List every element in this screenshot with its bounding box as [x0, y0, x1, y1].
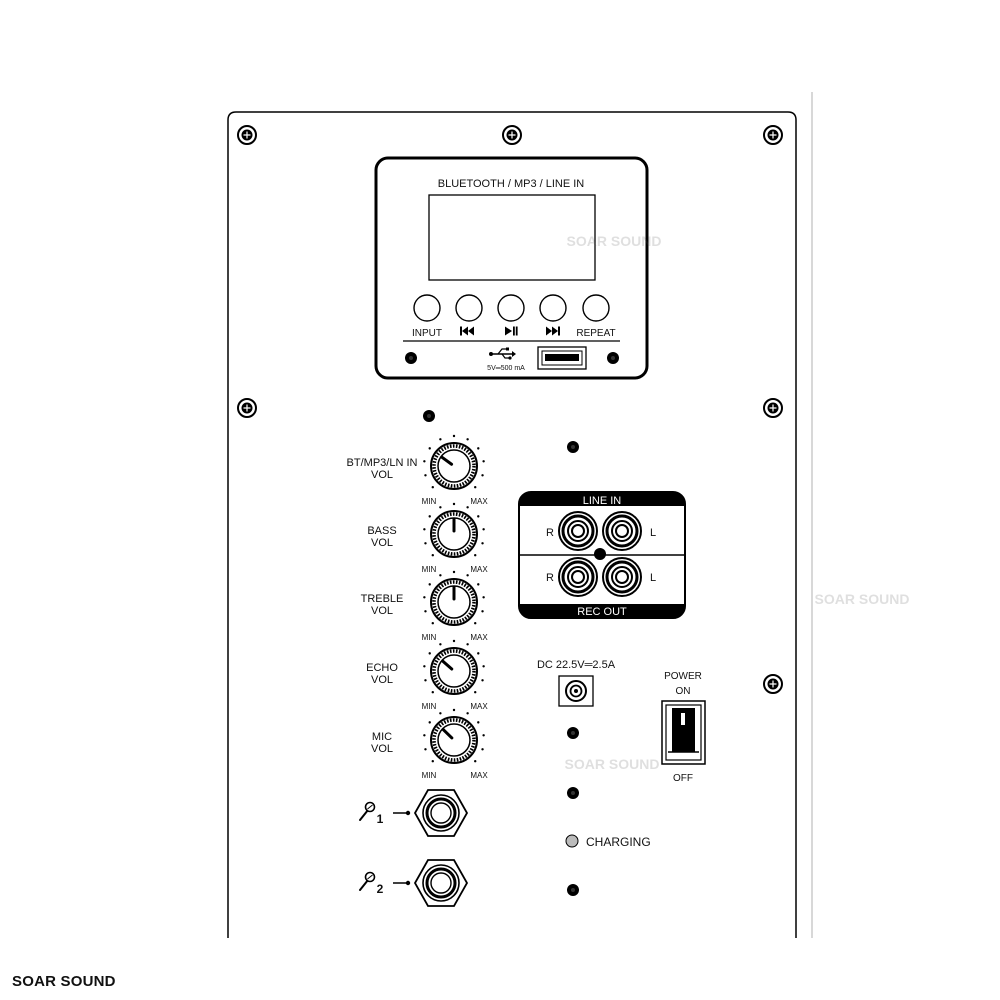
- line-in-l-label: L: [650, 527, 656, 539]
- mount-dot-icon: [567, 441, 579, 453]
- knob-label: BASS: [367, 525, 396, 537]
- rec-out-l-label: L: [650, 572, 656, 584]
- power-title: POWER: [664, 671, 702, 682]
- charging-label: CHARGING: [586, 835, 651, 849]
- module-button-label: INPUT: [412, 328, 442, 339]
- knob-echo[interactable]: [423, 639, 485, 695]
- next-icon: [546, 326, 560, 336]
- line-in-left-jack[interactable]: [601, 510, 643, 552]
- microphone-icon: [359, 801, 376, 821]
- charging-led-icon: [565, 834, 579, 848]
- dc-label: DC 22.5V═2.5A: [537, 659, 616, 671]
- knob-max-label: MAX: [470, 633, 488, 642]
- module-button-label: REPEAT: [576, 328, 615, 339]
- screw-icon: [763, 398, 783, 418]
- knob-bt-mp3-ln-in[interactable]: [423, 434, 485, 490]
- line-in-right-jack[interactable]: [557, 510, 599, 552]
- mic-jack-1[interactable]: [413, 789, 469, 837]
- watermark-text: SOAR SOUND: [567, 233, 662, 249]
- mount-dot-icon: [607, 352, 619, 364]
- rec-out-label: REC OUT: [577, 606, 627, 618]
- microphone-icon: [359, 871, 376, 891]
- mic-jack-2[interactable]: [413, 859, 469, 907]
- line-in-label: LINE IN: [583, 495, 622, 507]
- screw-icon: [502, 125, 522, 145]
- knob-max-label: MAX: [470, 565, 488, 574]
- knob-min-label: MIN: [422, 633, 437, 642]
- knob-pointer: [441, 728, 454, 740]
- knob-pointer: [440, 455, 454, 466]
- screw-icon: [237, 398, 257, 418]
- screw-icon: [763, 125, 783, 145]
- knob-min-label: MIN: [422, 497, 437, 506]
- knob-max-label: MAX: [470, 771, 488, 780]
- knob-label: VOL: [371, 743, 393, 755]
- knob-min-label: MIN: [422, 771, 437, 780]
- watermark-text: SOAR SOUND: [565, 756, 660, 772]
- knob-max-label: MAX: [470, 497, 488, 506]
- mount-dot-icon: [594, 548, 606, 560]
- mount-dot-icon: [423, 410, 435, 422]
- knob-max-label: MAX: [470, 702, 488, 711]
- play-pause-icon: [505, 326, 518, 336]
- power-on-label: ON: [676, 686, 691, 697]
- knob-label: VOL: [371, 674, 393, 686]
- brand-logo-text: SOAR SOUND: [12, 973, 116, 990]
- knob-pointer: [441, 659, 454, 671]
- mic-number: 2: [377, 882, 384, 896]
- knob-label: VOL: [371, 537, 393, 549]
- mount-dot-icon: [567, 884, 579, 896]
- rec-out-right-jack[interactable]: [557, 556, 599, 598]
- module-button-repeat[interactable]: REPEAT: [576, 294, 616, 339]
- knob-label: MIC: [372, 731, 392, 743]
- rec-out-r-label: R: [546, 572, 554, 584]
- module-title: BLUETOOTH / MP3 / LINE IN: [438, 178, 585, 190]
- usb-port[interactable]: [537, 346, 587, 370]
- knob-label: ECHO: [366, 662, 398, 674]
- knob-mic[interactable]: [423, 708, 485, 764]
- mic-number: 1: [377, 812, 384, 826]
- screw-icon: [237, 125, 257, 145]
- panel-frame: [227, 111, 797, 938]
- module-button-input[interactable]: INPUT: [412, 294, 442, 339]
- knob-treble[interactable]: [423, 570, 485, 626]
- knob-min-label: MIN: [422, 702, 437, 711]
- module-button-next[interactable]: [539, 294, 567, 336]
- watermark-text: SOAR SOUND: [815, 591, 910, 607]
- display-screen: [428, 194, 596, 281]
- knob-bass[interactable]: [423, 502, 485, 558]
- power-switch[interactable]: [661, 700, 706, 765]
- mount-dot-icon: [405, 352, 417, 364]
- player-module: BLUETOOTH / MP3 / LINE IN INPUT REPEAT 5V…: [374, 156, 649, 380]
- module-button-play-pause[interactable]: [497, 294, 525, 336]
- knob-label: BT/MP3/LN IN: [347, 457, 418, 469]
- rec-out-left-jack[interactable]: [601, 556, 643, 598]
- screw-icon: [763, 674, 783, 694]
- rca-block: LINE IN REC OUT R L R L: [518, 491, 686, 619]
- mount-dot-icon: [567, 787, 579, 799]
- dc-jack[interactable]: [558, 675, 594, 707]
- mount-dot-icon: [567, 727, 579, 739]
- prev-icon: [460, 326, 474, 336]
- line-in-r-label: R: [546, 527, 554, 539]
- knob-label: TREBLE: [361, 593, 404, 605]
- watermark-group: SOAR SOUND SOAR SOUND SOAR SOUND: [565, 233, 910, 772]
- usb-rating: 5V═500 mA: [487, 365, 525, 372]
- usb-icon: [489, 347, 516, 360]
- knob-min-label: MIN: [422, 565, 437, 574]
- knob-label: VOL: [371, 469, 393, 481]
- power-off-label: OFF: [673, 773, 693, 784]
- module-button-prev[interactable]: [455, 294, 483, 336]
- knob-label: VOL: [371, 605, 393, 617]
